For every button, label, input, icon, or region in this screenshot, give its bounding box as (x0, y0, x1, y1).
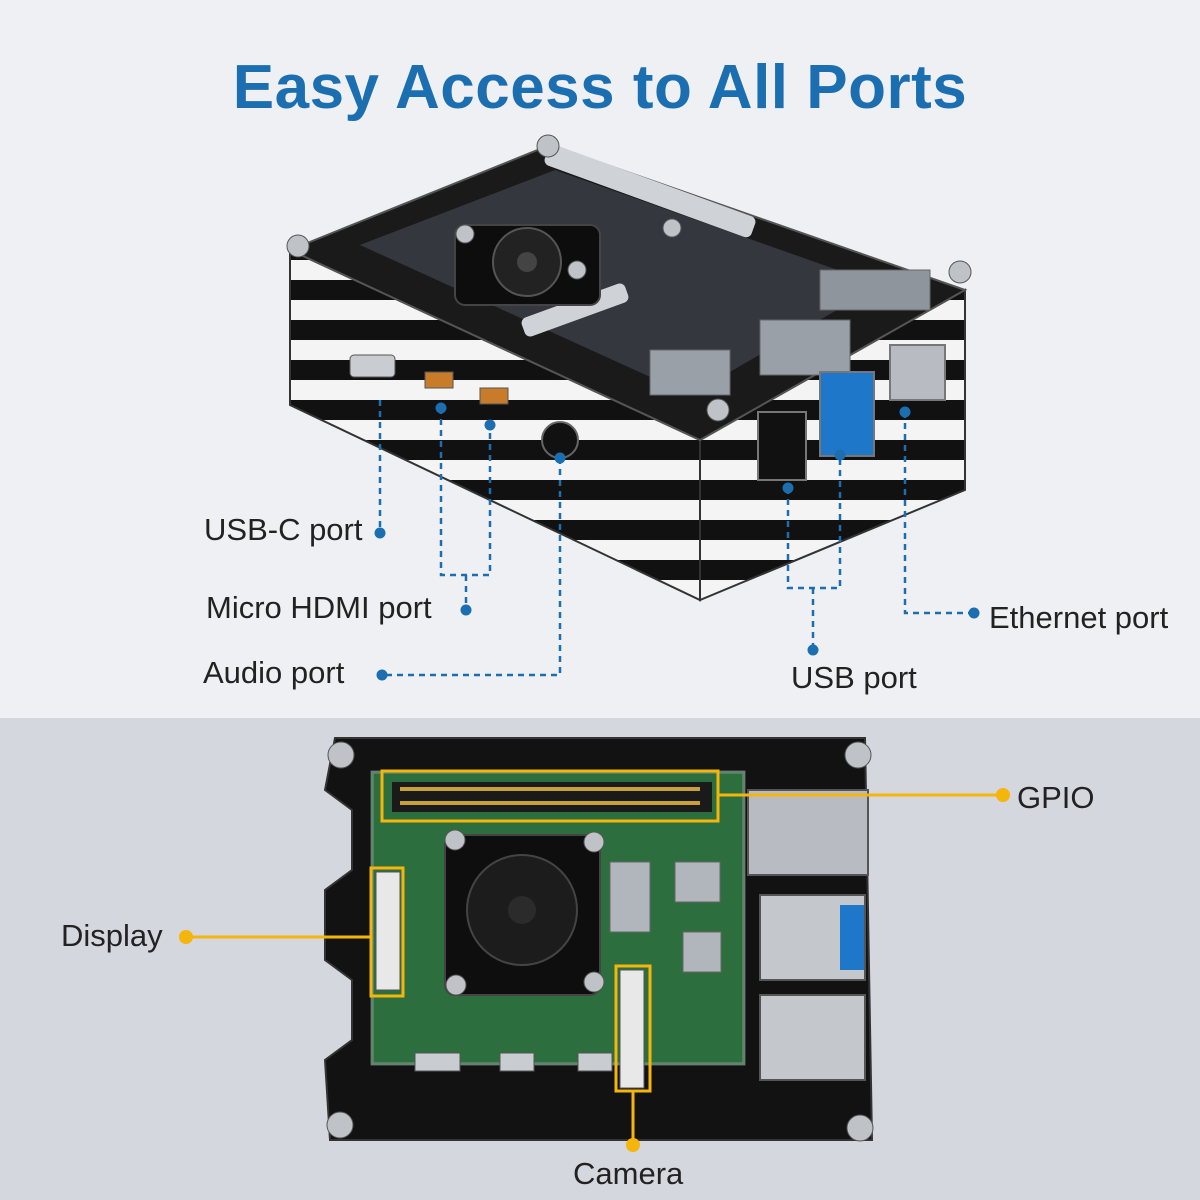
bottom-callout-dots (179, 788, 1010, 1152)
camera-label: Camera (573, 1156, 684, 1191)
micro-hdmi-port-label: Micro HDMI port (206, 590, 432, 625)
usb-c-port-label: USB-C port (204, 512, 363, 547)
bottom-callout-lines (188, 769, 1001, 1143)
top-callout-dots (374, 402, 980, 681)
audio-port-label: Audio port (203, 655, 345, 690)
gpio-label: GPIO (1017, 780, 1095, 815)
top-callout-lines (378, 400, 972, 677)
display-label: Display (61, 918, 163, 953)
board-top-view-illustration (323, 737, 874, 1142)
ethernet-port-label: Ethernet port (989, 600, 1169, 635)
layered-case-illustration (286, 134, 972, 602)
usb-port-label: USB port (791, 660, 917, 695)
page-title: Easy Access to All Ports (232, 53, 968, 122)
